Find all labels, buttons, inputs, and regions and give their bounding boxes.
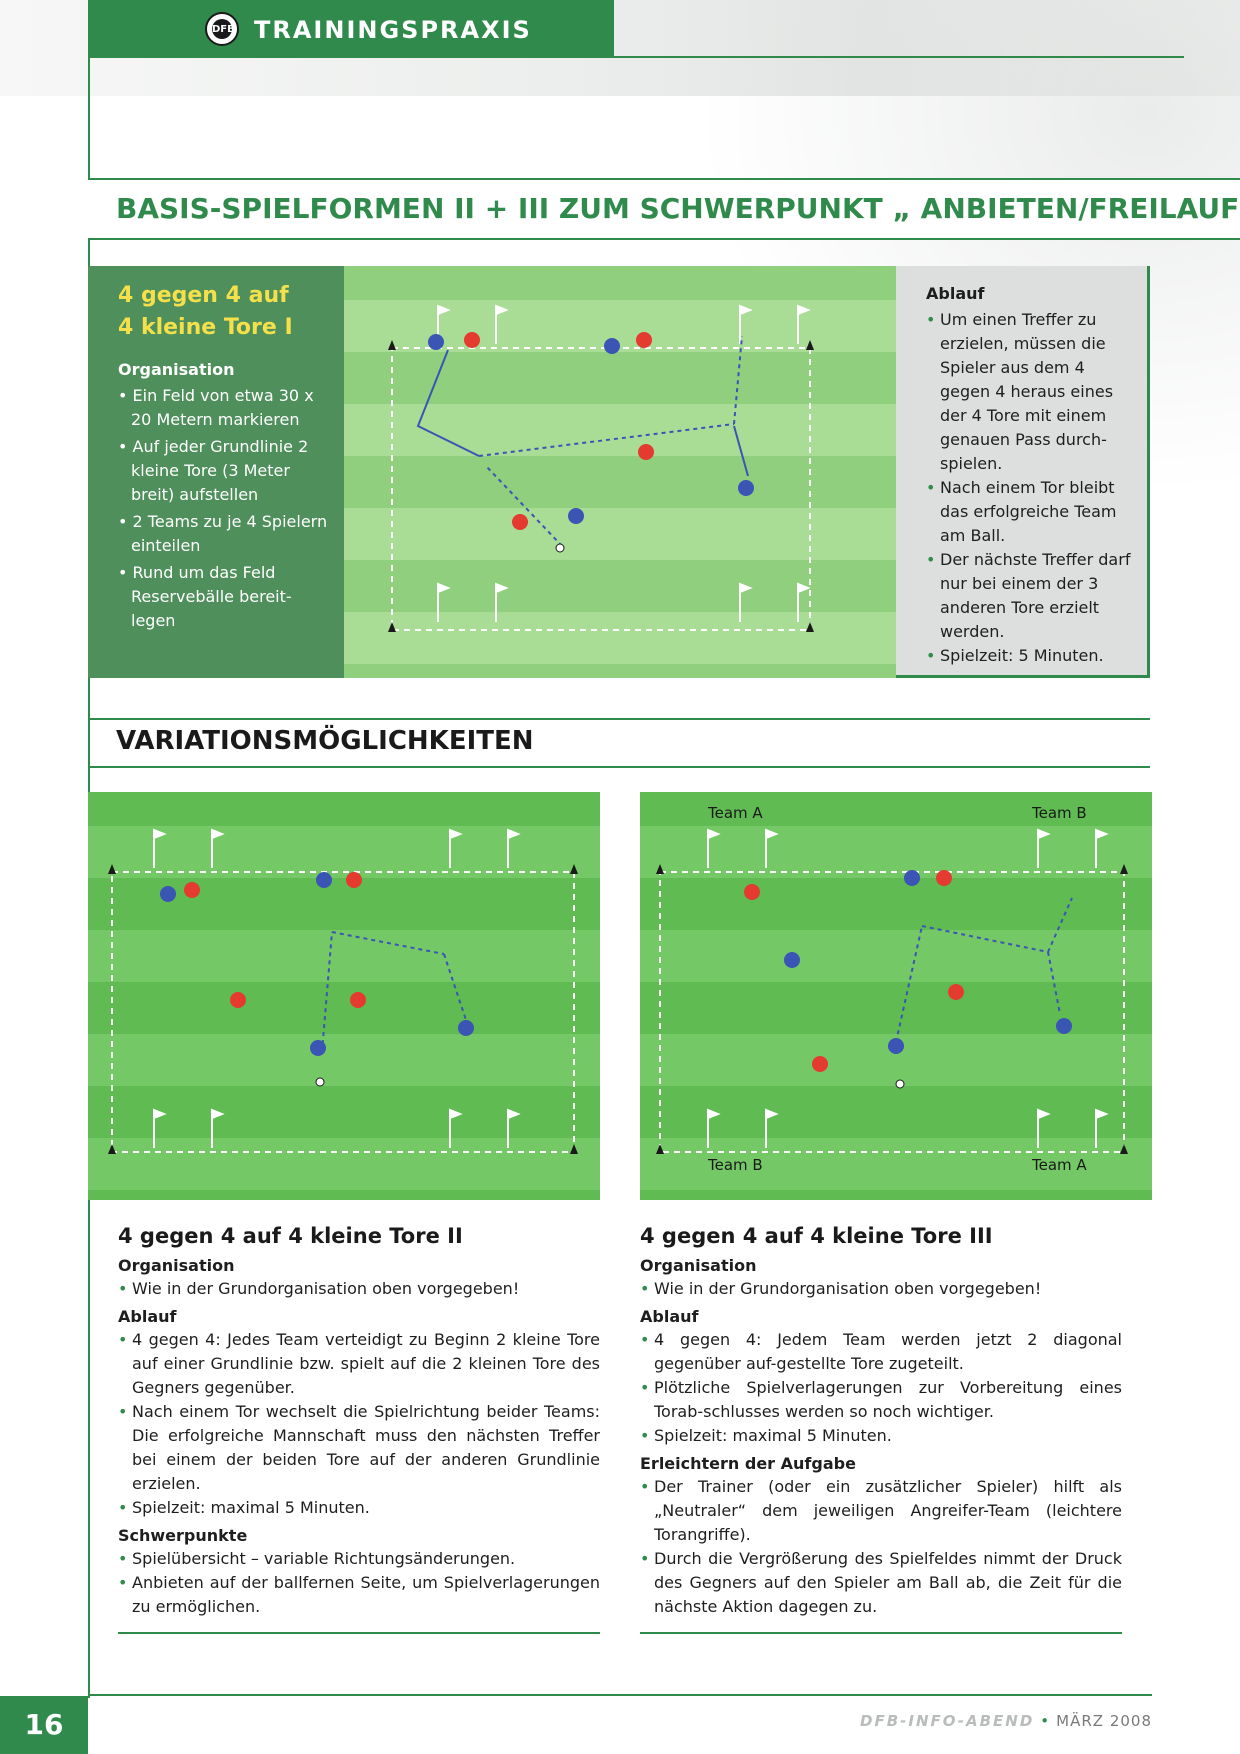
list-item: Spielzeit: maximal 5 Minuten. — [640, 1424, 1122, 1448]
list-item: Der nächste Treffer darf nur bei einem d… — [926, 548, 1136, 644]
main-organisation-list: • Ein Feld von etwa 30 x 20 Metern marki… — [118, 384, 328, 636]
goal-flags — [153, 828, 521, 1148]
pass-arrows — [416, 335, 749, 547]
variant2-title: 4 gegen 4 auf 4 kleine Tore II — [118, 1224, 463, 1248]
list-item: Anbieten auf der ballfernen Seite, um Sp… — [118, 1571, 600, 1619]
pitch-stripes — [344, 266, 896, 678]
variant2-organisation-label: Organisation — [118, 1256, 235, 1275]
main-title: BASIS-SPIELFORMEN II + III ZUM SCHWERPUN… — [116, 192, 1240, 225]
pitch-stripes — [88, 792, 600, 1200]
list-item: Nach einem Tor bleibt das erfolgreiche T… — [926, 476, 1136, 548]
list-item: • Ein Feld von etwa 30 x 20 Metern marki… — [118, 386, 314, 429]
main-ablauf-box: Ablauf Um einen Treffer zu erzielen, müs… — [896, 266, 1150, 678]
variant3-text: 4 gegen 4 auf 4 kleine Tore III Organisa… — [640, 1224, 1122, 1619]
list-item: 4 gegen 4: Jedes Team verteidigt zu Begi… — [118, 1328, 600, 1400]
cone-markers — [388, 340, 814, 632]
players-blue — [160, 872, 474, 1056]
field-boundary — [391, 347, 811, 631]
variations-title-bar: VARIATIONSMÖGLICHKEITEN — [88, 718, 1150, 768]
main-field-diagram — [344, 266, 896, 678]
list-item: • 2 Teams zu je 4 Spielern einteilen — [118, 512, 328, 555]
list-item: Um einen Treffer zu erzielen, müssen die… — [926, 308, 1136, 476]
pitch-stripes — [640, 792, 1152, 1200]
variant3-erleichtern-list: Der Trainer (oder ein zusätzlicher Spiel… — [640, 1475, 1122, 1619]
footer-brand: DFB-INFO-ABEND — [860, 1712, 1035, 1730]
field-boundary — [111, 871, 575, 1153]
variations-title: VARIATIONSMÖGLICHKEITEN — [116, 726, 534, 756]
variant3-organisation-label: Organisation — [640, 1256, 757, 1275]
variant3-ablauf-label: Ablauf — [640, 1307, 699, 1326]
main-organisation-box: 4 gegen 4 auf 4 kleine Tore I Organisati… — [88, 266, 344, 678]
list-item: • Rund um das Feld Reservebälle bereit-l… — [118, 563, 292, 630]
variant3-ablauf-list: 4 gegen 4: Jedem Team werden jetzt 2 dia… — [640, 1328, 1122, 1448]
list-item: Durch die Vergrößerung des Spielfeldes n… — [640, 1547, 1122, 1619]
page-number: 16 — [24, 1708, 64, 1741]
list-item: Der Trainer (oder ein zusätzlicher Spiel… — [640, 1475, 1122, 1547]
variant3-organisation-list: Wie in der Grundorganisation oben vorgeg… — [640, 1277, 1122, 1301]
cone-markers — [108, 864, 578, 1154]
page-number-box: 16 — [0, 1696, 88, 1754]
cone-markers — [656, 864, 1128, 1154]
field-boundary — [659, 871, 1125, 1153]
team-label: Team B — [1032, 804, 1087, 822]
footer-dot-icon: • — [1040, 1712, 1051, 1730]
variant2-ablauf-label: Ablauf — [118, 1307, 177, 1326]
list-item: Spielzeit: 5 Minuten. — [926, 644, 1136, 668]
goal-flags — [707, 828, 1109, 1148]
footer-date: MÄRZ 2008 — [1056, 1712, 1152, 1730]
goal-flags — [437, 304, 811, 622]
list-item: Nach einem Tor wechselt die Spielrichtun… — [118, 1400, 600, 1496]
ball-icon — [895, 1079, 905, 1089]
variant2-schwerpunkte-label: Schwerpunkte — [118, 1526, 248, 1545]
players-red — [744, 870, 964, 1072]
header-rule — [614, 56, 1184, 58]
main-title-bar: BASIS-SPIELFORMEN II + III ZUM SCHWERPUN… — [88, 178, 1240, 240]
list-item: Wie in der Grundorganisation oben vorgeg… — [118, 1277, 600, 1301]
list-item: Wie in der Grundorganisation oben vorgeg… — [640, 1277, 1122, 1301]
team-label: Team B — [708, 1156, 763, 1174]
section-header: DFB TRAININGSPRAXIS — [88, 0, 614, 58]
variant2-field-diagram — [88, 792, 600, 1200]
variant2-organisation-list: Wie in der Grundorganisation oben vorgeg… — [118, 1277, 600, 1301]
variant2-text: 4 gegen 4 auf 4 kleine Tore II Organisat… — [118, 1224, 600, 1619]
players-blue — [784, 870, 1072, 1054]
variant3-erleichtern-label: Erleichtern der Aufgabe — [640, 1454, 856, 1473]
main-organisation-label: Organisation — [118, 360, 235, 379]
list-item: Spielzeit: maximal 5 Minuten. — [118, 1496, 600, 1520]
variant2-rule — [118, 1632, 600, 1634]
players-red — [464, 332, 654, 530]
variant3-field: Team A Team B Team B Team A — [640, 792, 1152, 1200]
variant3-field-diagram — [640, 792, 1152, 1200]
main-ablauf-list: Um einen Treffer zu erzielen, müssen die… — [926, 308, 1136, 668]
list-item: Plötzliche Spielverlagerungen zur Vorber… — [640, 1376, 1122, 1424]
variant3-rule — [640, 1632, 1122, 1634]
variant2-ablauf-list: 4 gegen 4: Jedes Team verteidigt zu Begi… — [118, 1328, 600, 1520]
footer-text: DFB-INFO-ABEND • MÄRZ 2008 — [860, 1712, 1152, 1730]
dfb-logo-icon: DFB — [205, 12, 239, 46]
list-item: 4 gegen 4: Jedem Team werden jetzt 2 dia… — [640, 1328, 1122, 1376]
main-exercise-title: 4 gegen 4 auf 4 kleine Tore I — [118, 283, 293, 340]
section-header-title: TRAININGSPRAXIS — [254, 16, 532, 44]
ball-icon — [315, 1077, 325, 1087]
variant2-schwerpunkte-list: Spielübersicht – variable Richtungsänder… — [118, 1547, 600, 1619]
footer-rule — [88, 1694, 1152, 1696]
pass-arrows — [321, 931, 467, 1053]
pass-arrows — [895, 897, 1073, 1043]
team-label: Team A — [1032, 1156, 1087, 1174]
variant3-title: 4 gegen 4 auf 4 kleine Tore III — [640, 1224, 993, 1248]
players-blue — [428, 334, 754, 524]
list-item: • Auf jeder Grundlinie 2 kleine Tore (3 … — [118, 437, 309, 504]
ball-icon — [555, 543, 565, 553]
main-ablauf-label: Ablauf — [926, 284, 985, 303]
list-item: Spielübersicht – variable Richtungsänder… — [118, 1547, 600, 1571]
team-label: Team A — [708, 804, 763, 822]
players-red — [184, 872, 366, 1008]
